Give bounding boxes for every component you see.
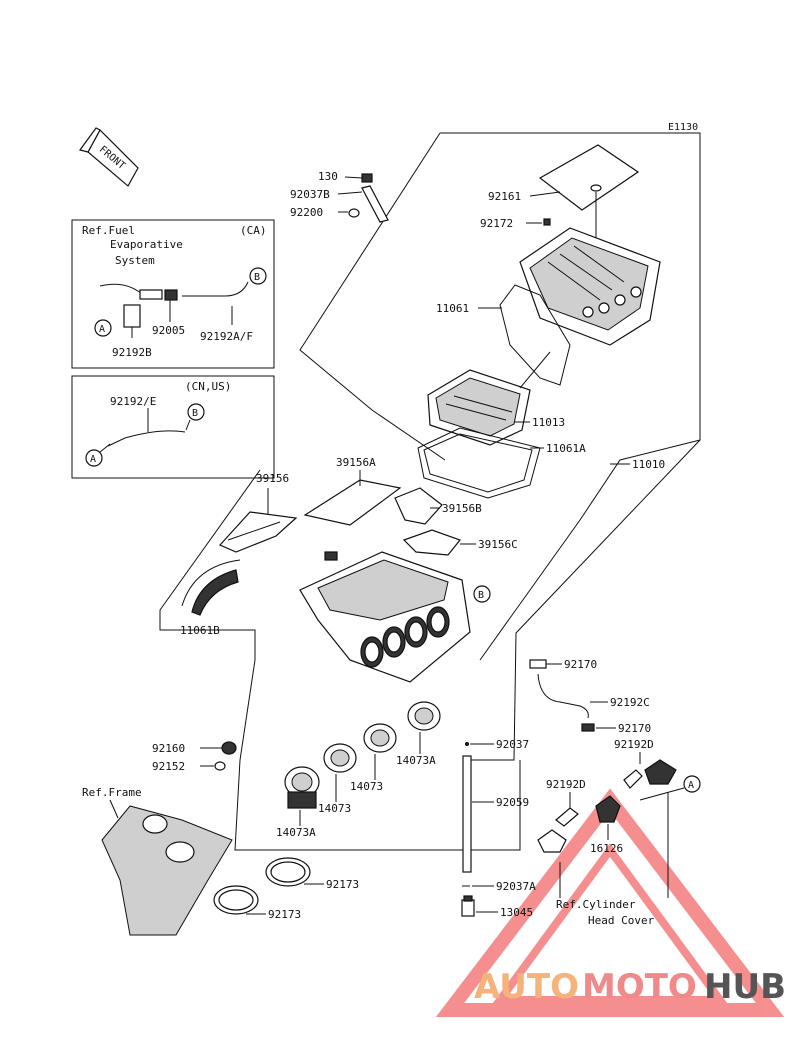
connector-a-icon bbox=[683, 775, 701, 793]
label-11013: 11013 bbox=[532, 416, 565, 429]
connector-b-icon bbox=[249, 267, 267, 285]
watermark-auto: AUTO bbox=[474, 967, 579, 1007]
svg-text:B: B bbox=[192, 408, 198, 419]
label-16126: 16126 bbox=[590, 842, 623, 855]
watermark: AUTO MOTO HUB bbox=[474, 967, 786, 1007]
ref-cylinder-line1: Ref.Cylinder bbox=[556, 898, 636, 911]
label-39156: 39156 bbox=[256, 472, 289, 485]
front-arrow-icon: FRONT bbox=[78, 127, 139, 187]
ref-frame: Ref.Frame bbox=[82, 786, 233, 936]
grommets: 92160 92152 bbox=[152, 741, 237, 773]
part-92192E: 92192/E bbox=[110, 395, 156, 408]
part-39156B: 39156B bbox=[394, 487, 482, 525]
label-92173-a: 92173 bbox=[326, 878, 359, 891]
label-92172: 92172 bbox=[480, 217, 513, 230]
label-11061B: 11061B bbox=[180, 624, 220, 637]
part-39156C: 39156C bbox=[402, 529, 518, 556]
diagram-code: E1130 bbox=[668, 122, 698, 133]
ref-cylinder-line2: Head Cover bbox=[588, 914, 655, 927]
watermark-hub: HUB bbox=[704, 967, 786, 1007]
label-92192C: 92192C bbox=[610, 696, 650, 709]
svg-text:B: B bbox=[478, 590, 484, 601]
label-92200: 92200 bbox=[290, 206, 323, 219]
connector-a-icon bbox=[85, 449, 103, 467]
svg-text:B: B bbox=[254, 272, 260, 283]
valve-assembly: 92192D 92192D 16126 A Ref.Cylinder Head … bbox=[537, 738, 701, 927]
label-14073A-a: 14073A bbox=[396, 754, 436, 767]
label-11061: 11061 bbox=[436, 302, 469, 315]
drain-parts: 92037 92059 92037A 13045 bbox=[461, 738, 536, 919]
label-92059: 92059 bbox=[496, 796, 529, 809]
assembly-outline bbox=[159, 132, 701, 851]
cn-us-region: (CN,US) bbox=[185, 380, 231, 393]
clamps: 92173 92173 bbox=[213, 857, 359, 921]
cn-us-box: (CN,US) 92192/E B A bbox=[71, 375, 275, 479]
lower-housing: B bbox=[299, 551, 491, 683]
label-14073-a: 14073 bbox=[318, 802, 351, 815]
svg-text:A: A bbox=[688, 780, 694, 791]
ref-fuel-title-2: Evaporative bbox=[110, 238, 183, 251]
label-92173-b: 92173 bbox=[268, 908, 301, 921]
part-39156: 39156 bbox=[218, 472, 298, 553]
part-92192B: 92192B bbox=[112, 346, 152, 359]
velocity-stacks: 14073A 14073 14073 14073A bbox=[276, 701, 441, 839]
svg-text:A: A bbox=[90, 454, 96, 465]
label-92170-a: 92170 bbox=[564, 658, 597, 671]
label-14073-b: 14073 bbox=[350, 780, 383, 793]
ref-fuel-region: (CA) bbox=[240, 224, 267, 237]
top-bolts: 130 92037B 92200 bbox=[290, 170, 389, 223]
label-39156A: 39156A bbox=[336, 456, 376, 469]
watermark-triangle bbox=[435, 788, 785, 1017]
part-92192AF: 92192A/F bbox=[200, 330, 253, 343]
part-92005: 92005 bbox=[152, 324, 185, 337]
ref-fuel-title-3: System bbox=[115, 254, 155, 267]
filter-element: 11013 bbox=[427, 351, 565, 446]
connector-b-icon bbox=[473, 585, 491, 603]
label-92192D-b: 92192D bbox=[546, 778, 586, 791]
ref-fuel-box: Ref.Fuel Evaporative System (CA) B A 920… bbox=[71, 219, 275, 369]
label-39156C: 39156C bbox=[478, 538, 518, 551]
watermark-moto: MOTO bbox=[582, 967, 697, 1007]
upper-housing: 11061 bbox=[436, 227, 661, 386]
label-11010: 11010 bbox=[632, 458, 665, 471]
gasket-11061A: 11061A bbox=[417, 427, 586, 499]
label-92037B: 92037B bbox=[290, 188, 330, 201]
connector-a-icon bbox=[94, 319, 112, 337]
part-11061B: 11061B bbox=[180, 559, 241, 637]
label-39156B: 39156B bbox=[442, 502, 482, 515]
label-11061A: 11061A bbox=[546, 442, 586, 455]
ref-fuel-title-1: Ref.Fuel bbox=[82, 224, 135, 237]
ref-frame-label: Ref.Frame bbox=[82, 786, 142, 799]
label-92192D-a: 92192D bbox=[614, 738, 654, 751]
label-14073A-b: 14073A bbox=[276, 826, 316, 839]
label-92152: 92152 bbox=[152, 760, 185, 773]
label-92161: 92161 bbox=[488, 190, 521, 203]
breather-hose: 92170 92192C 92170 bbox=[529, 658, 651, 735]
connector-b-icon bbox=[187, 403, 205, 421]
label-130: 130 bbox=[318, 170, 338, 183]
part-39156A: 39156A bbox=[303, 456, 402, 526]
label-92037A: 92037A bbox=[496, 880, 536, 893]
label-92037: 92037 bbox=[496, 738, 529, 751]
label-92160: 92160 bbox=[152, 742, 185, 755]
label-92170-b: 92170 bbox=[618, 722, 651, 735]
label-13045: 13045 bbox=[500, 906, 533, 919]
svg-text:A: A bbox=[99, 324, 105, 335]
